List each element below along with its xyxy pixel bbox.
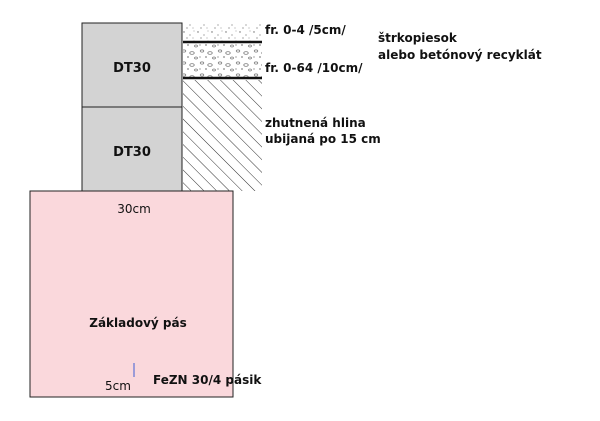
foundation-depth-label: 5cm bbox=[105, 379, 131, 393]
foundation-width-label: 30cm bbox=[117, 202, 151, 216]
block-bottom-label: DT30 bbox=[113, 145, 151, 160]
foundation-strip bbox=[29, 190, 234, 398]
gravel-note-line2: alebo betónový recyklát bbox=[378, 48, 542, 62]
block-bottom bbox=[81, 106, 183, 192]
gravel-coarse-layer bbox=[183, 44, 262, 78]
compacted-soil-layer bbox=[183, 80, 262, 191]
block-top bbox=[81, 22, 183, 108]
soil-label-line2: ubijaná po 15 cm bbox=[265, 132, 381, 146]
gravel-fine-label: fr. 0-4 /5cm/ bbox=[265, 23, 346, 37]
gravel-fine-layer bbox=[183, 23, 262, 42]
foundation-title: Základový pás bbox=[89, 316, 186, 330]
block-top-label: DT30 bbox=[113, 61, 151, 76]
gravel-note-line1: štrkopiesok bbox=[378, 31, 458, 45]
soil-label-line1: zhutnená hlina bbox=[265, 116, 366, 130]
gravel-coarse-label: fr. 0-64 /10cm/ bbox=[265, 61, 363, 75]
strip-label: FeZN 30/4 pásik bbox=[153, 373, 262, 387]
